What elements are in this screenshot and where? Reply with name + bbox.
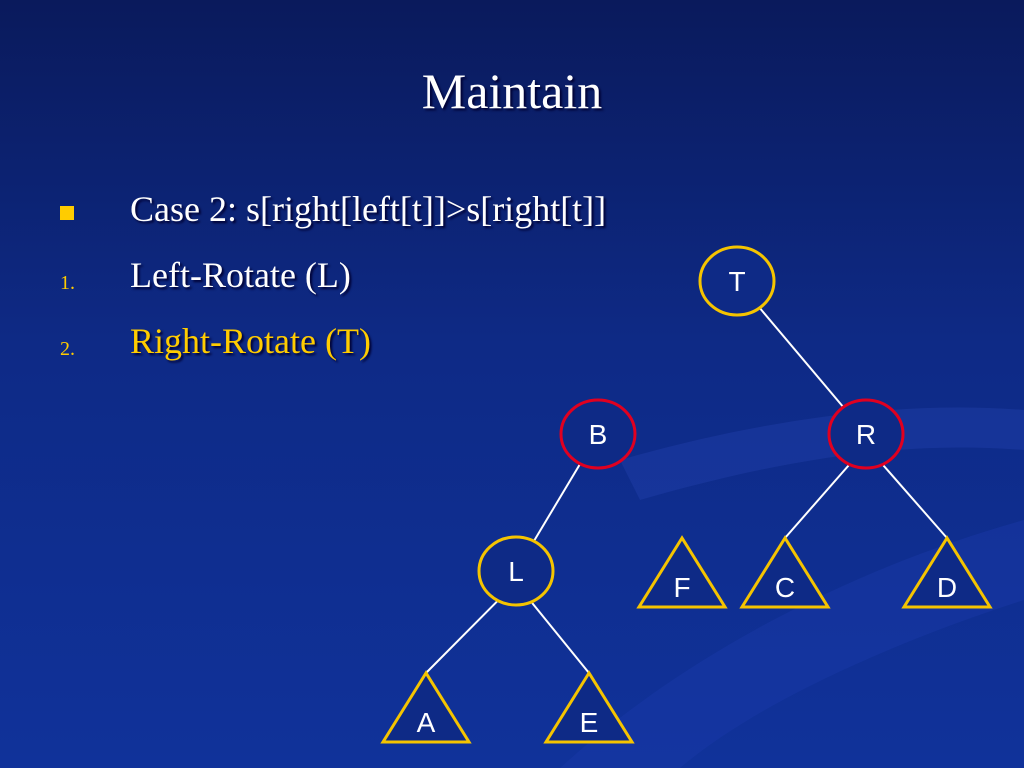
subtree-triangle [636,535,728,609]
node-label: R [856,419,876,450]
tree-node-F: F [636,535,728,609]
tree-node-R: R [827,398,905,470]
tree-edge-T-R [759,307,844,408]
list-number: 2. [60,338,75,360]
subtree-triangle [543,670,635,744]
tree-node-A: A [380,670,472,744]
node-label: E [580,707,599,738]
list-number: 1. [60,272,75,294]
node-label: C [775,572,795,603]
node-label: F [673,572,690,603]
tree-edge-L-A [425,600,498,674]
list-item-text: Right-Rotate (T) [130,321,371,361]
tree-node-L: L [477,535,555,607]
tree-node-T: T [698,245,776,317]
tree-edge-R-D [882,464,948,539]
node-circle [827,398,905,470]
list-item-text: Case 2: s[right[left[t]]>s[right[t]] [130,189,607,229]
subtree-triangle [901,535,993,609]
tree-edge-L-E [531,602,590,674]
node-label: D [937,572,957,603]
node-label: A [417,707,436,738]
subtree-triangle [739,535,831,609]
tree-edge-R-C [784,464,850,539]
tree-node-C: C [739,535,831,609]
node-circle [477,535,555,607]
node-label: B [589,419,608,450]
slide-title: Maintain [421,63,603,119]
tree-edge-B-L [533,464,581,541]
node-circle [698,245,776,317]
node-circle [559,398,637,470]
subtree-triangle [380,670,472,744]
node-label: L [508,556,524,587]
list-item-text: Left-Rotate (L) [130,255,351,295]
tree-node-B: B [559,398,637,470]
tree-node-D: D [901,535,993,609]
node-label: T [728,266,745,297]
square-bullet-icon [60,206,74,220]
tree-node-E: E [543,670,635,744]
